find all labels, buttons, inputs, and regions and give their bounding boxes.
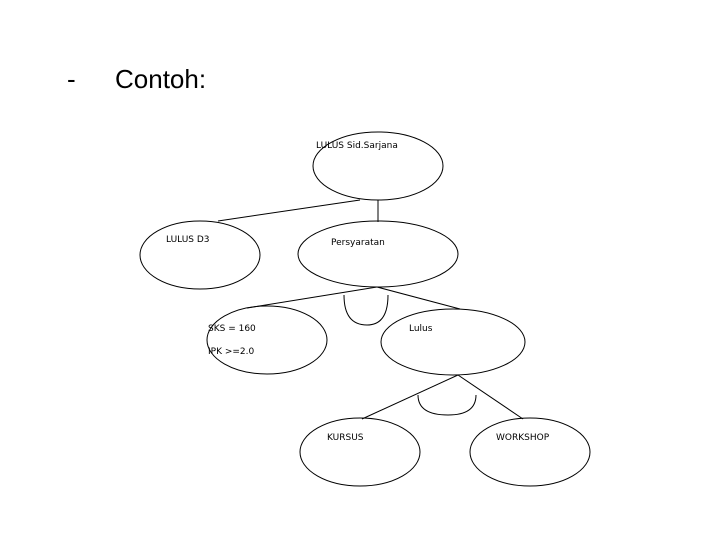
label-ipk: IPK >=2.0	[208, 347, 255, 357]
node-lulus-shape	[380, 308, 526, 376]
slide-title: Contoh:	[115, 64, 207, 94]
and-arc-persyaratan	[343, 294, 389, 326]
edge-persyaratan-to-sks	[246, 286, 378, 309]
edge-persyaratan-to-lulus	[376, 286, 461, 310]
bullet-dash: -	[67, 64, 76, 94]
node-sks-ipk-shape	[206, 305, 328, 375]
node-d3-shape	[139, 220, 261, 290]
label-root: LULUS Sid.Sarjana	[316, 141, 398, 151]
edge-lulus-to-kursus	[361, 374, 459, 420]
label-d3: LULUS D3	[166, 235, 210, 245]
node-persyaratan-shape	[297, 220, 459, 288]
label-sks: SKS = 160	[208, 324, 256, 334]
label-persyaratan: Persyaratan	[331, 238, 385, 248]
edge-lulus-to-workshop	[457, 374, 524, 420]
node-kursus-shape	[299, 417, 421, 487]
node-workshop-shape	[469, 417, 591, 487]
label-workshop: WORKSHOP	[496, 433, 550, 443]
or-arc-lulus	[417, 394, 477, 416]
label-lulus: Lulus	[409, 324, 433, 334]
edge-root-to-d3	[217, 199, 361, 222]
label-kursus: KURSUS	[327, 433, 364, 443]
